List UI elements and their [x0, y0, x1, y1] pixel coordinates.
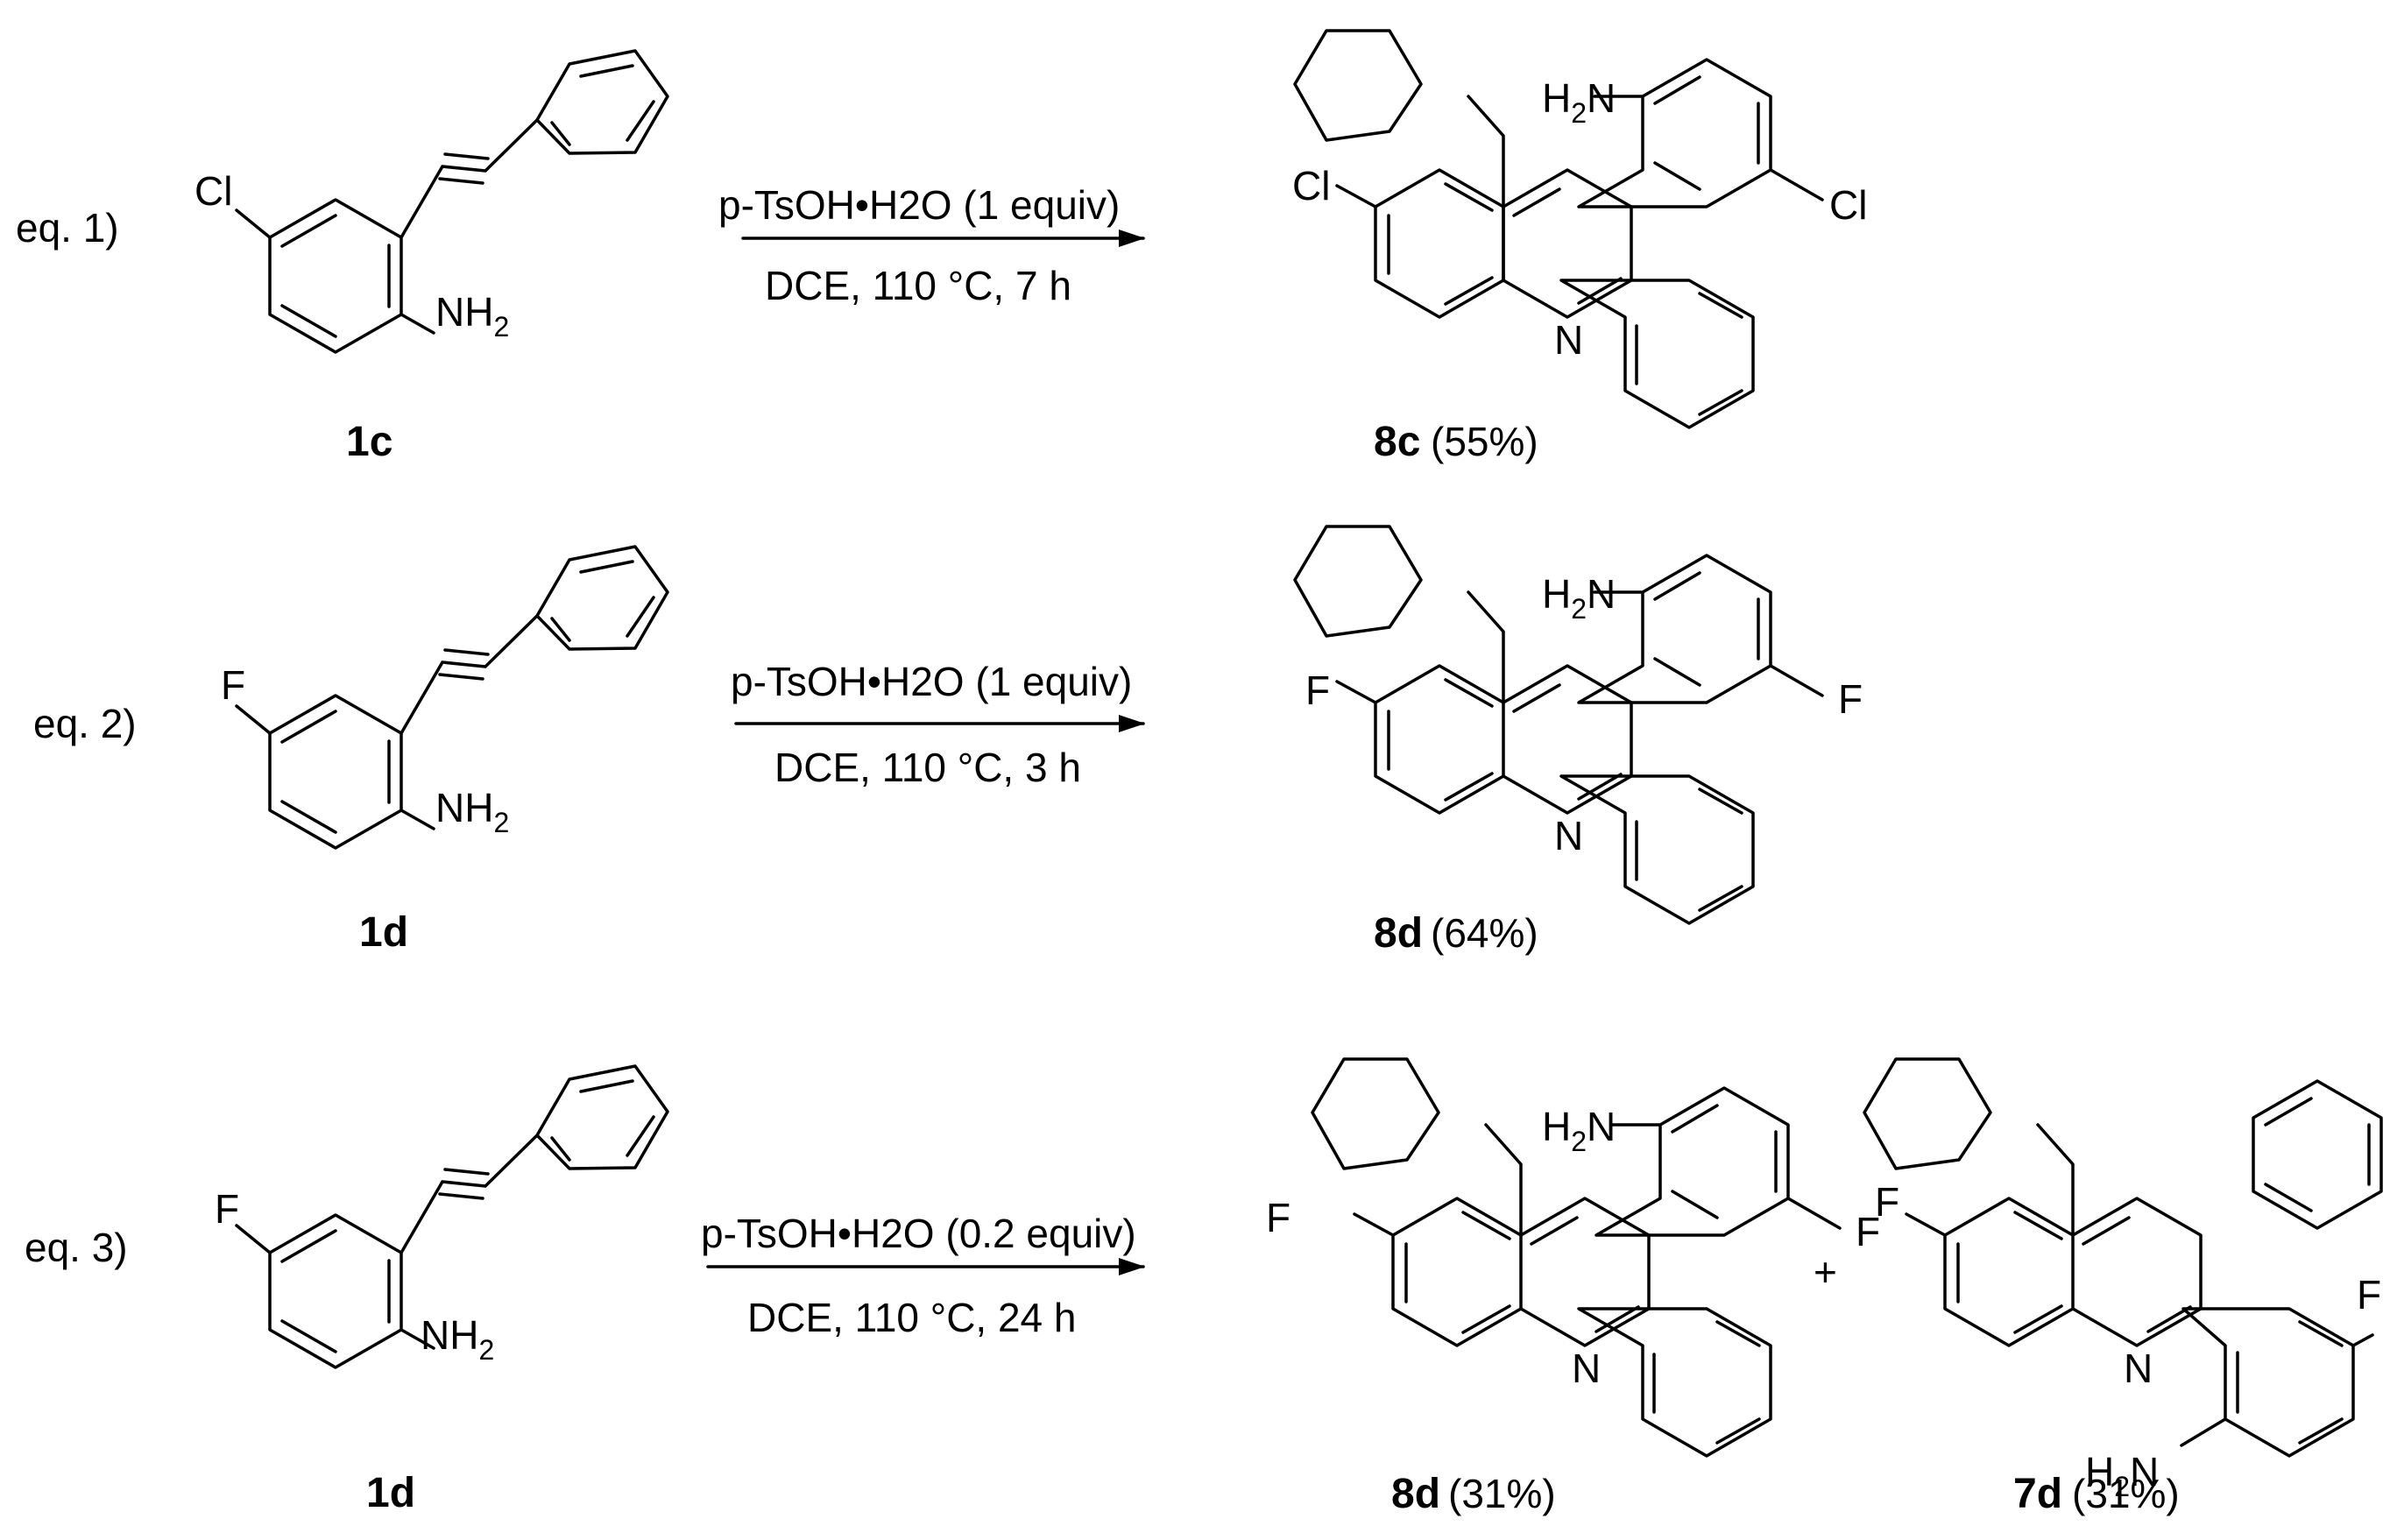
bond — [1311, 1057, 1440, 1170]
conditions-label: DCE, 110 °C, 3 h — [774, 745, 1081, 790]
compound-id: 8d — [1391, 1471, 1440, 1517]
halogen-label: F — [1305, 668, 1330, 713]
bond — [535, 49, 669, 155]
compound-id: 1d — [359, 909, 408, 956]
product-structure: F F H2N N 8d (31%) — [1266, 1057, 1880, 1517]
ring-nitrogen: N — [1572, 1346, 1601, 1391]
reagent-label: p-TsOH•H2O (1 equiv) — [731, 659, 1132, 704]
equation-2: eq. 2) F NH2 1d p-TsOH•H2O (1 equiv) DCE… — [33, 525, 1863, 957]
amine-label: H2N — [1542, 1104, 1616, 1157]
equation-label: eq. 2) — [33, 701, 137, 746]
bond — [268, 118, 539, 354]
amine-label: NH2 — [421, 1312, 494, 1366]
ring-nitrogen: N — [2124, 1346, 2153, 1391]
compound-id: 8c — [1374, 419, 1420, 465]
conditions-label: DCE, 110 °C, 7 h — [765, 263, 1071, 308]
halogen-label: F — [1838, 676, 1863, 722]
bond — [2180, 1307, 2374, 1458]
compound-id: 8d — [1374, 910, 1423, 957]
compound-id: 7d — [2013, 1471, 2062, 1517]
bond — [1559, 774, 1755, 925]
bond — [235, 208, 435, 335]
halogen-label: Cl — [1292, 163, 1330, 208]
halogen-label: Cl — [194, 168, 232, 214]
bond — [1577, 58, 1824, 208]
amine-label: H2N — [1542, 75, 1616, 129]
ring-nitrogen: N — [1554, 813, 1583, 858]
halogen-label: F — [221, 662, 245, 708]
yield-label: (31%) — [2072, 1471, 2180, 1516]
bond — [1595, 1086, 1842, 1237]
halogen-label: F — [215, 1186, 239, 1232]
bond — [1502, 168, 1633, 319]
conditions-label: DCE, 110 °C, 24 h — [747, 1295, 1077, 1340]
reactant-structure: F NH2 1d — [221, 545, 669, 956]
bond — [2252, 1079, 2383, 1230]
reagent-label: p-TsOH•H2O (1 equiv) — [718, 182, 1120, 228]
yield-label: (55%) — [1431, 419, 1538, 464]
bond — [235, 1064, 669, 1369]
yield-label: (31%) — [1448, 1471, 1556, 1516]
amine-label: NH2 — [435, 289, 509, 343]
halogen-label: F — [1856, 1209, 1880, 1254]
bond — [1577, 554, 1824, 704]
equation-label: eq. 3) — [25, 1225, 128, 1270]
bond — [1577, 1307, 1772, 1458]
plus-sign: + — [1814, 1249, 1837, 1295]
bond — [1293, 525, 1423, 638]
amine-label: NH2 — [435, 785, 509, 838]
yield-label: (64%) — [1431, 910, 1538, 956]
reactant-structure: Cl NH2 1c — [194, 49, 669, 465]
bond — [1559, 279, 1755, 429]
reactant-structure: F NH2 1d — [215, 1064, 669, 1516]
compound-id: 1d — [366, 1470, 415, 1516]
bond — [235, 545, 669, 850]
compound-id: 1c — [346, 419, 392, 465]
product-structure: F F H2N N 7d (31%) — [1863, 1057, 2383, 1517]
ring-nitrogen: N — [1554, 317, 1583, 363]
bond — [1374, 168, 1505, 319]
equation-3: eq. 3) F NH2 1d p-TsOH•H2O (0.2 equiv) D… — [25, 1057, 2383, 1517]
bond — [1905, 1123, 2203, 1347]
amine-label: H2N — [1542, 571, 1616, 625]
halogen-label: F — [1266, 1195, 1290, 1240]
bond — [1335, 184, 1377, 208]
equation-label: eq. 1) — [16, 205, 119, 251]
equation-1: eq. 1) Cl NH2 1c p-TsOH•H2O (1 equiv) DC… — [16, 29, 1867, 465]
product-structure: Cl Cl H2N N 8c (55%) — [1292, 29, 1867, 465]
bond — [1863, 1057, 1992, 1170]
amine-label: H2N — [2085, 1449, 2159, 1502]
bond — [1293, 29, 1423, 142]
reagent-label: p-TsOH•H2O (0.2 equiv) — [701, 1211, 1136, 1256]
halogen-label: F — [2357, 1272, 2381, 1317]
bond — [1467, 95, 1505, 208]
halogen-label: F — [1875, 1179, 1899, 1225]
halogen-label: Cl — [1829, 182, 1867, 228]
product-structure: F F H2N N 8d (64%) — [1293, 525, 1863, 957]
